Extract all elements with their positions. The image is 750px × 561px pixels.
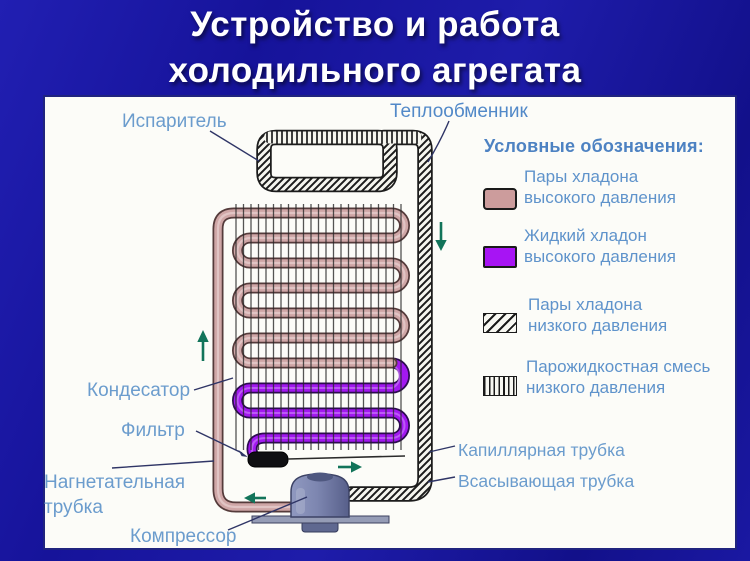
legend-label-mixture-low-pressure: Парожидкостная смесь низкого давления: [526, 357, 711, 397]
legend-title: Условные обозначения:: [484, 136, 704, 156]
legend-swatch-mixture-low-pressure: [483, 376, 517, 396]
label-capillary-tube: Капиллярная трубка: [458, 440, 625, 460]
label-evaporator: Испаритель: [122, 111, 227, 132]
legend-swatch-vapor-high-pressure: [483, 188, 517, 210]
legend-swatch-vapor-low-pressure: [483, 313, 517, 333]
label-compressor: Компрессор: [130, 526, 237, 547]
label-condenser: Кондесатор: [87, 380, 191, 401]
label-heat-exchanger: Теплообменник: [390, 101, 528, 122]
label-filter: Фильтр: [121, 420, 185, 441]
page-title-line2: холодильного агрегата: [168, 51, 582, 90]
label-discharge-tube: Нагнетательная трубка: [44, 472, 186, 518]
legend-label-vapor-high-pressure: Пары хладона высокого давления: [524, 167, 676, 207]
legend-swatch-liquid-high-pressure: [483, 246, 517, 268]
page-title: Устройство и работа: [190, 5, 560, 44]
legend-label-vapor-low-pressure: Пары хладона низкого давления: [528, 295, 668, 335]
legend-label-liquid-high-pressure: Жидкий хладон высокого давления: [524, 226, 676, 266]
label-suction-tube: Всасывающая трубка: [458, 471, 635, 491]
